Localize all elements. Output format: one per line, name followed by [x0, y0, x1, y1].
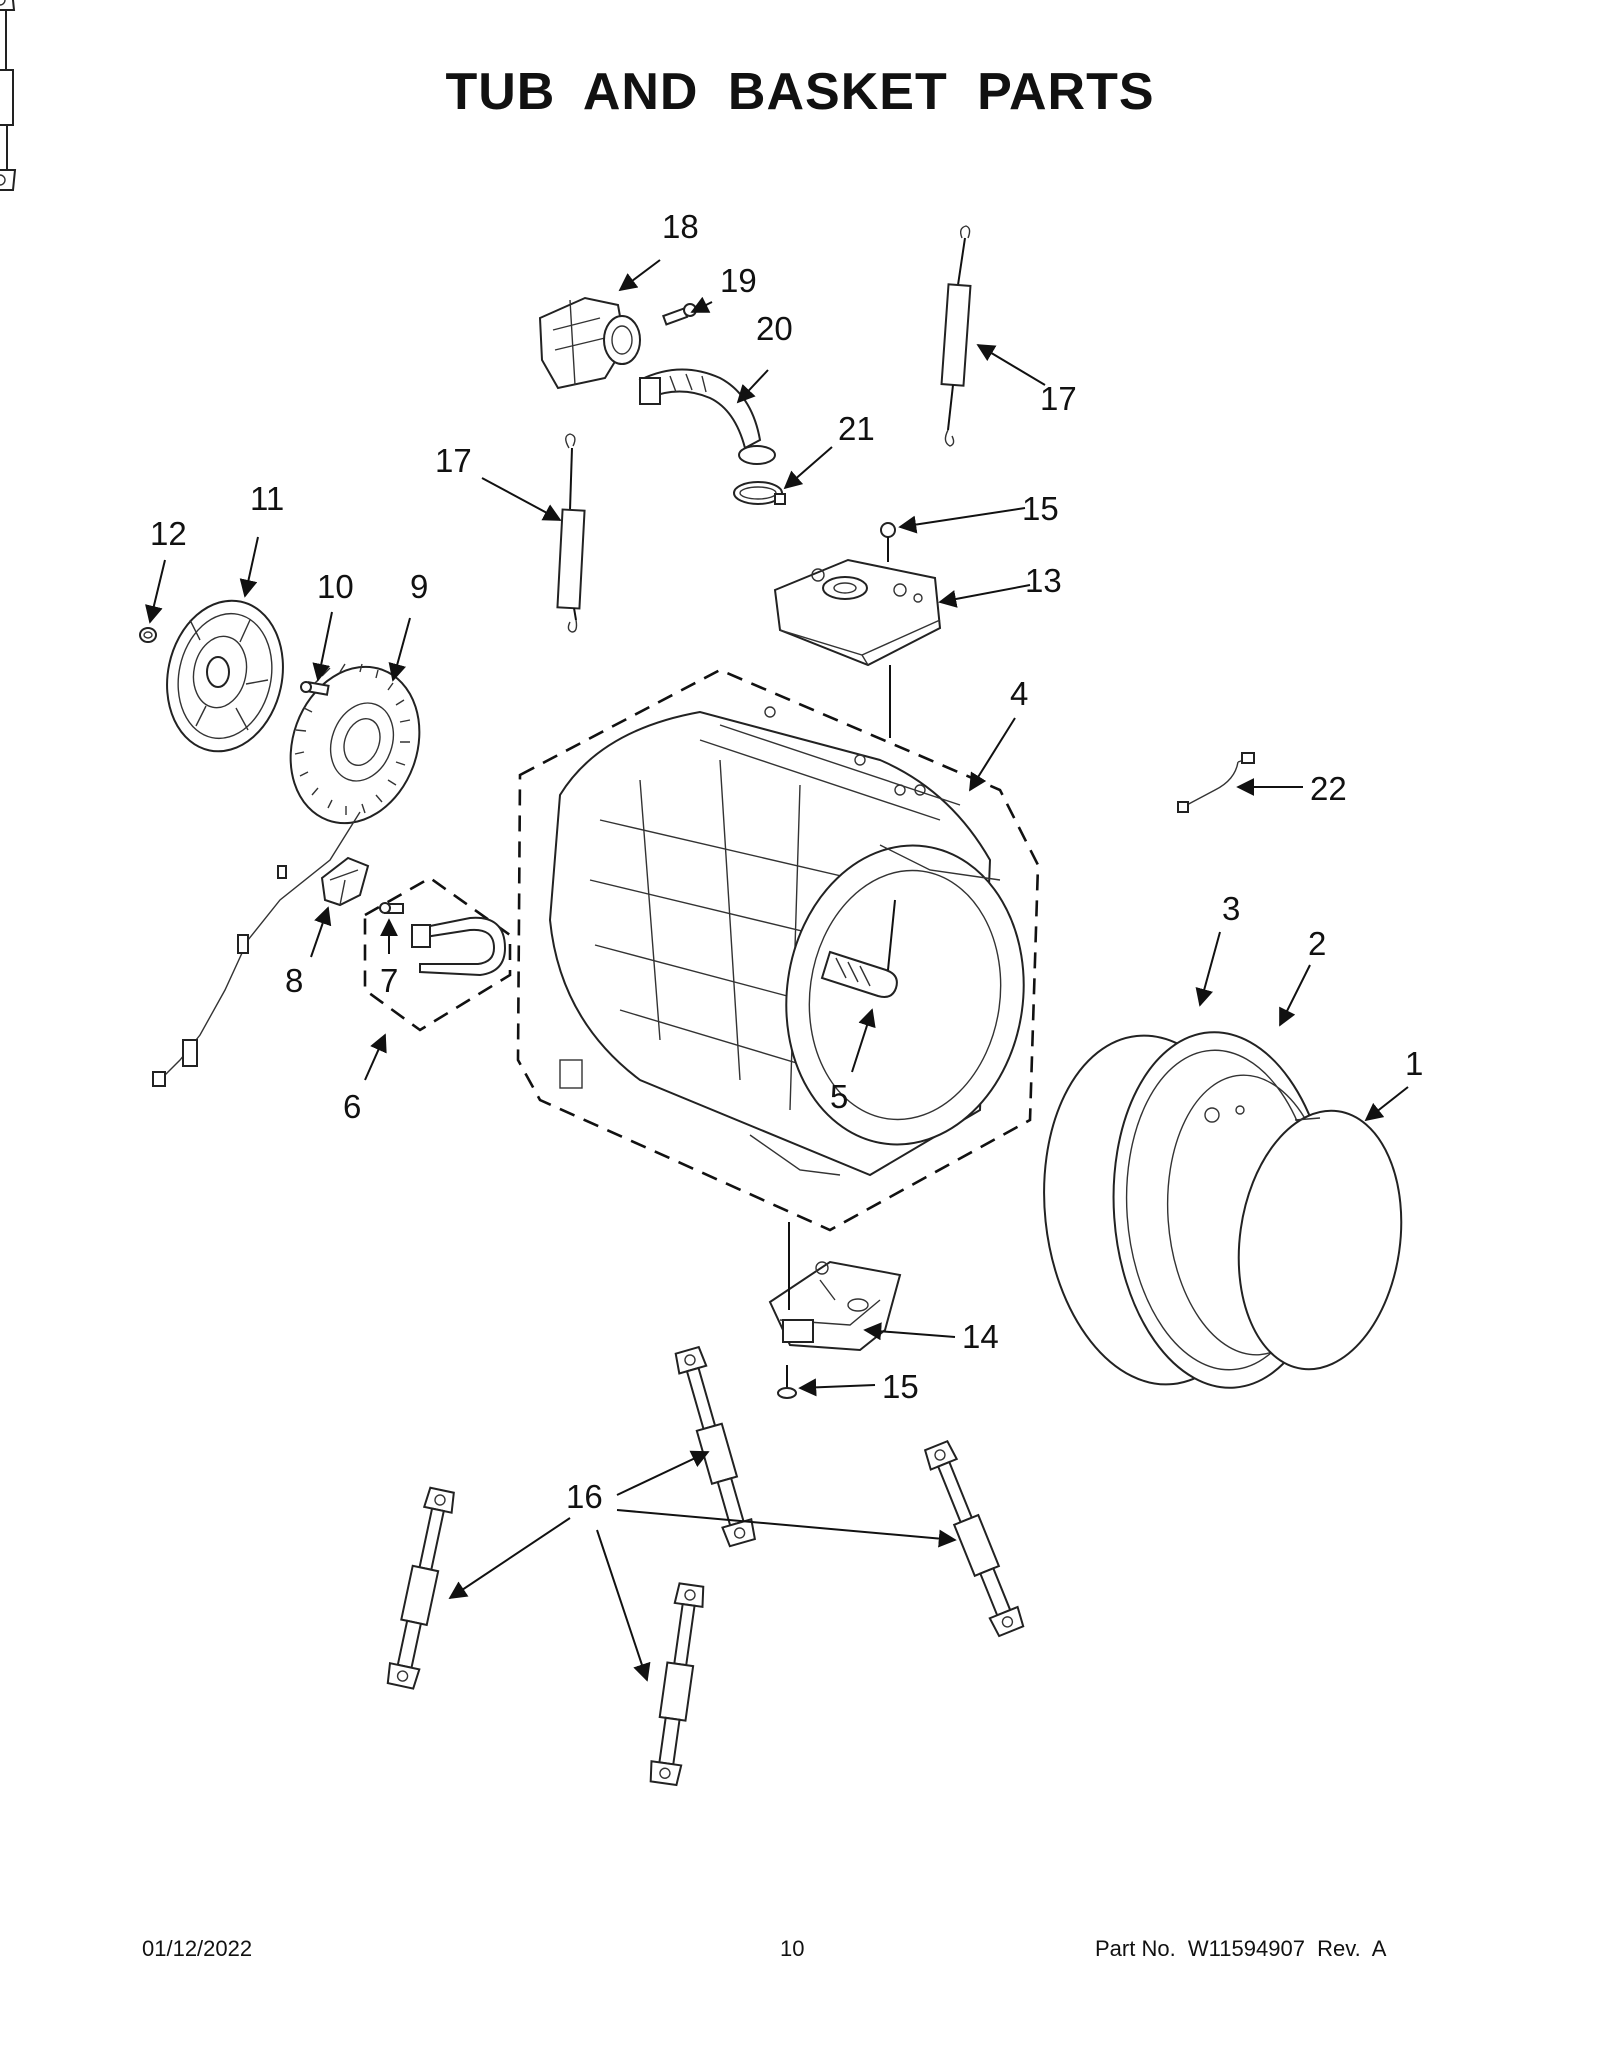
- callout-12: 12: [150, 515, 187, 552]
- basket-shaft-part: [820, 899, 898, 998]
- drain-pump-part: [538, 296, 641, 390]
- temperature-sensor-part: [1182, 757, 1251, 808]
- callout-18: 18: [662, 208, 699, 245]
- stator-part: [289, 663, 421, 825]
- front-ring-part: [1237, 1109, 1403, 1371]
- footer-date: 01/12/2022: [142, 1936, 253, 1961]
- outer-tub-part: [548, 706, 1025, 1177]
- heater-screw-part: [379, 902, 404, 914]
- callout-9: 9: [410, 568, 428, 605]
- tub-spring-lower-part: [556, 433, 586, 633]
- callout-1: 1: [1405, 1045, 1423, 1082]
- callout-13: 13: [1025, 562, 1062, 599]
- callout-2: 2: [1308, 925, 1326, 962]
- callout-21: 21: [838, 410, 875, 447]
- motor-bracket-part: [320, 856, 370, 907]
- shock-absorber-part: [0, 0, 17, 191]
- callout-17a: 17: [1040, 380, 1077, 417]
- callout-15a: 15: [1022, 490, 1059, 527]
- footer-page-number: 10: [780, 1936, 805, 1961]
- stator-bolt-part: [300, 681, 330, 696]
- callout-16: 16: [566, 1478, 603, 1515]
- tub-spring-upper-part: [940, 225, 972, 447]
- callout-3: 3: [1222, 890, 1240, 927]
- callout-4: 4: [1010, 675, 1028, 712]
- hose-clamp-part: [733, 481, 786, 505]
- harness-clips: [152, 865, 287, 1087]
- callout-22: 22: [1310, 770, 1347, 807]
- pump-hose-part: [638, 368, 776, 465]
- callout-5: 5: [830, 1078, 848, 1115]
- rotor-bolt-part: [139, 627, 157, 643]
- heater-kit-outline: [363, 876, 512, 1032]
- callout-17b: 17: [435, 442, 472, 479]
- leader-lines: [145, 259, 1409, 1682]
- counterweight-part: [773, 522, 942, 667]
- callout-8: 8: [285, 962, 303, 999]
- rotor-part: [166, 599, 284, 753]
- pump-screw-part: [662, 303, 697, 326]
- callout-6: 6: [343, 1088, 361, 1125]
- callout-15b: 15: [882, 1368, 919, 1405]
- footer-part-number: Part No. W11594907 Rev. A: [1095, 1936, 1387, 1961]
- callout-7: 7: [380, 962, 398, 999]
- heater-element-part: [411, 916, 507, 977]
- callout-11: 11: [250, 480, 284, 517]
- callout-14: 14: [962, 1318, 999, 1355]
- callout-19: 19: [720, 262, 757, 299]
- callout-20: 20: [756, 310, 793, 347]
- callout-labels: 18 19 20 21 17 17 15 13 4 22 12 11 10 9 …: [150, 208, 1423, 1515]
- page-title: TUB AND BASKET PARTS: [445, 63, 1155, 121]
- bracket-screw-part: [777, 1365, 797, 1399]
- callout-10: 10: [317, 568, 354, 605]
- outer-tub-outline: [516, 668, 1040, 1232]
